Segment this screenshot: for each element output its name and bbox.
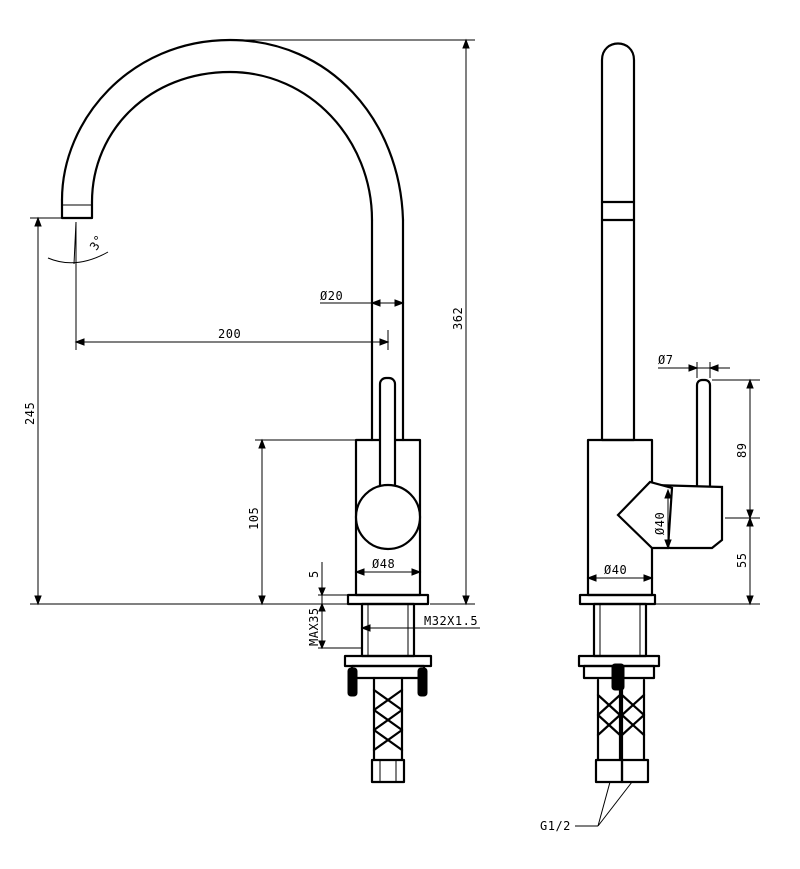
spout-reach-label: 200 [218,327,241,341]
lever-height-label: 89 [735,443,749,458]
side-body [578,378,724,606]
connection-spec-label: G1/2 [540,819,571,833]
side-view: Ø7 89 Ø40 Ø40 55 G1/2 [540,42,760,833]
side-mounting [577,602,661,784]
ring-thickness-label: 5 [307,570,321,578]
side-body-diameter-label: Ø40 [604,563,627,577]
body-height-label: 105 [247,507,261,530]
thread-spec-label: M32X1.5 [424,614,478,628]
cartridge-diameter-label: Ø40 [653,512,667,535]
spout [60,38,405,442]
spout-angle-label: 3° [87,232,107,252]
side-dimensions [575,362,760,827]
outlet-height-label: 245 [23,402,37,425]
total-height-label: 362 [451,307,465,330]
front-view: 3° Ø20 200 362 245 105 Ø48 5 MAX35 M32X1… [23,38,480,784]
lever-diameter-label: Ø7 [658,353,673,367]
deck-max-label: MAX35 [307,607,321,646]
side-labels: Ø7 89 Ø40 Ø40 55 G1/2 [540,353,749,833]
front-dimensions [30,38,480,650]
side-spout [600,42,636,442]
lever-base-height-label: 55 [735,553,749,568]
mounting-assembly [343,602,433,784]
body-diameter-label: Ø48 [372,557,395,571]
tap-body [346,376,430,606]
spout-diameter-label: Ø20 [320,289,343,303]
front-labels: 3° Ø20 200 362 245 105 Ø48 5 MAX35 M32X1… [23,232,478,646]
